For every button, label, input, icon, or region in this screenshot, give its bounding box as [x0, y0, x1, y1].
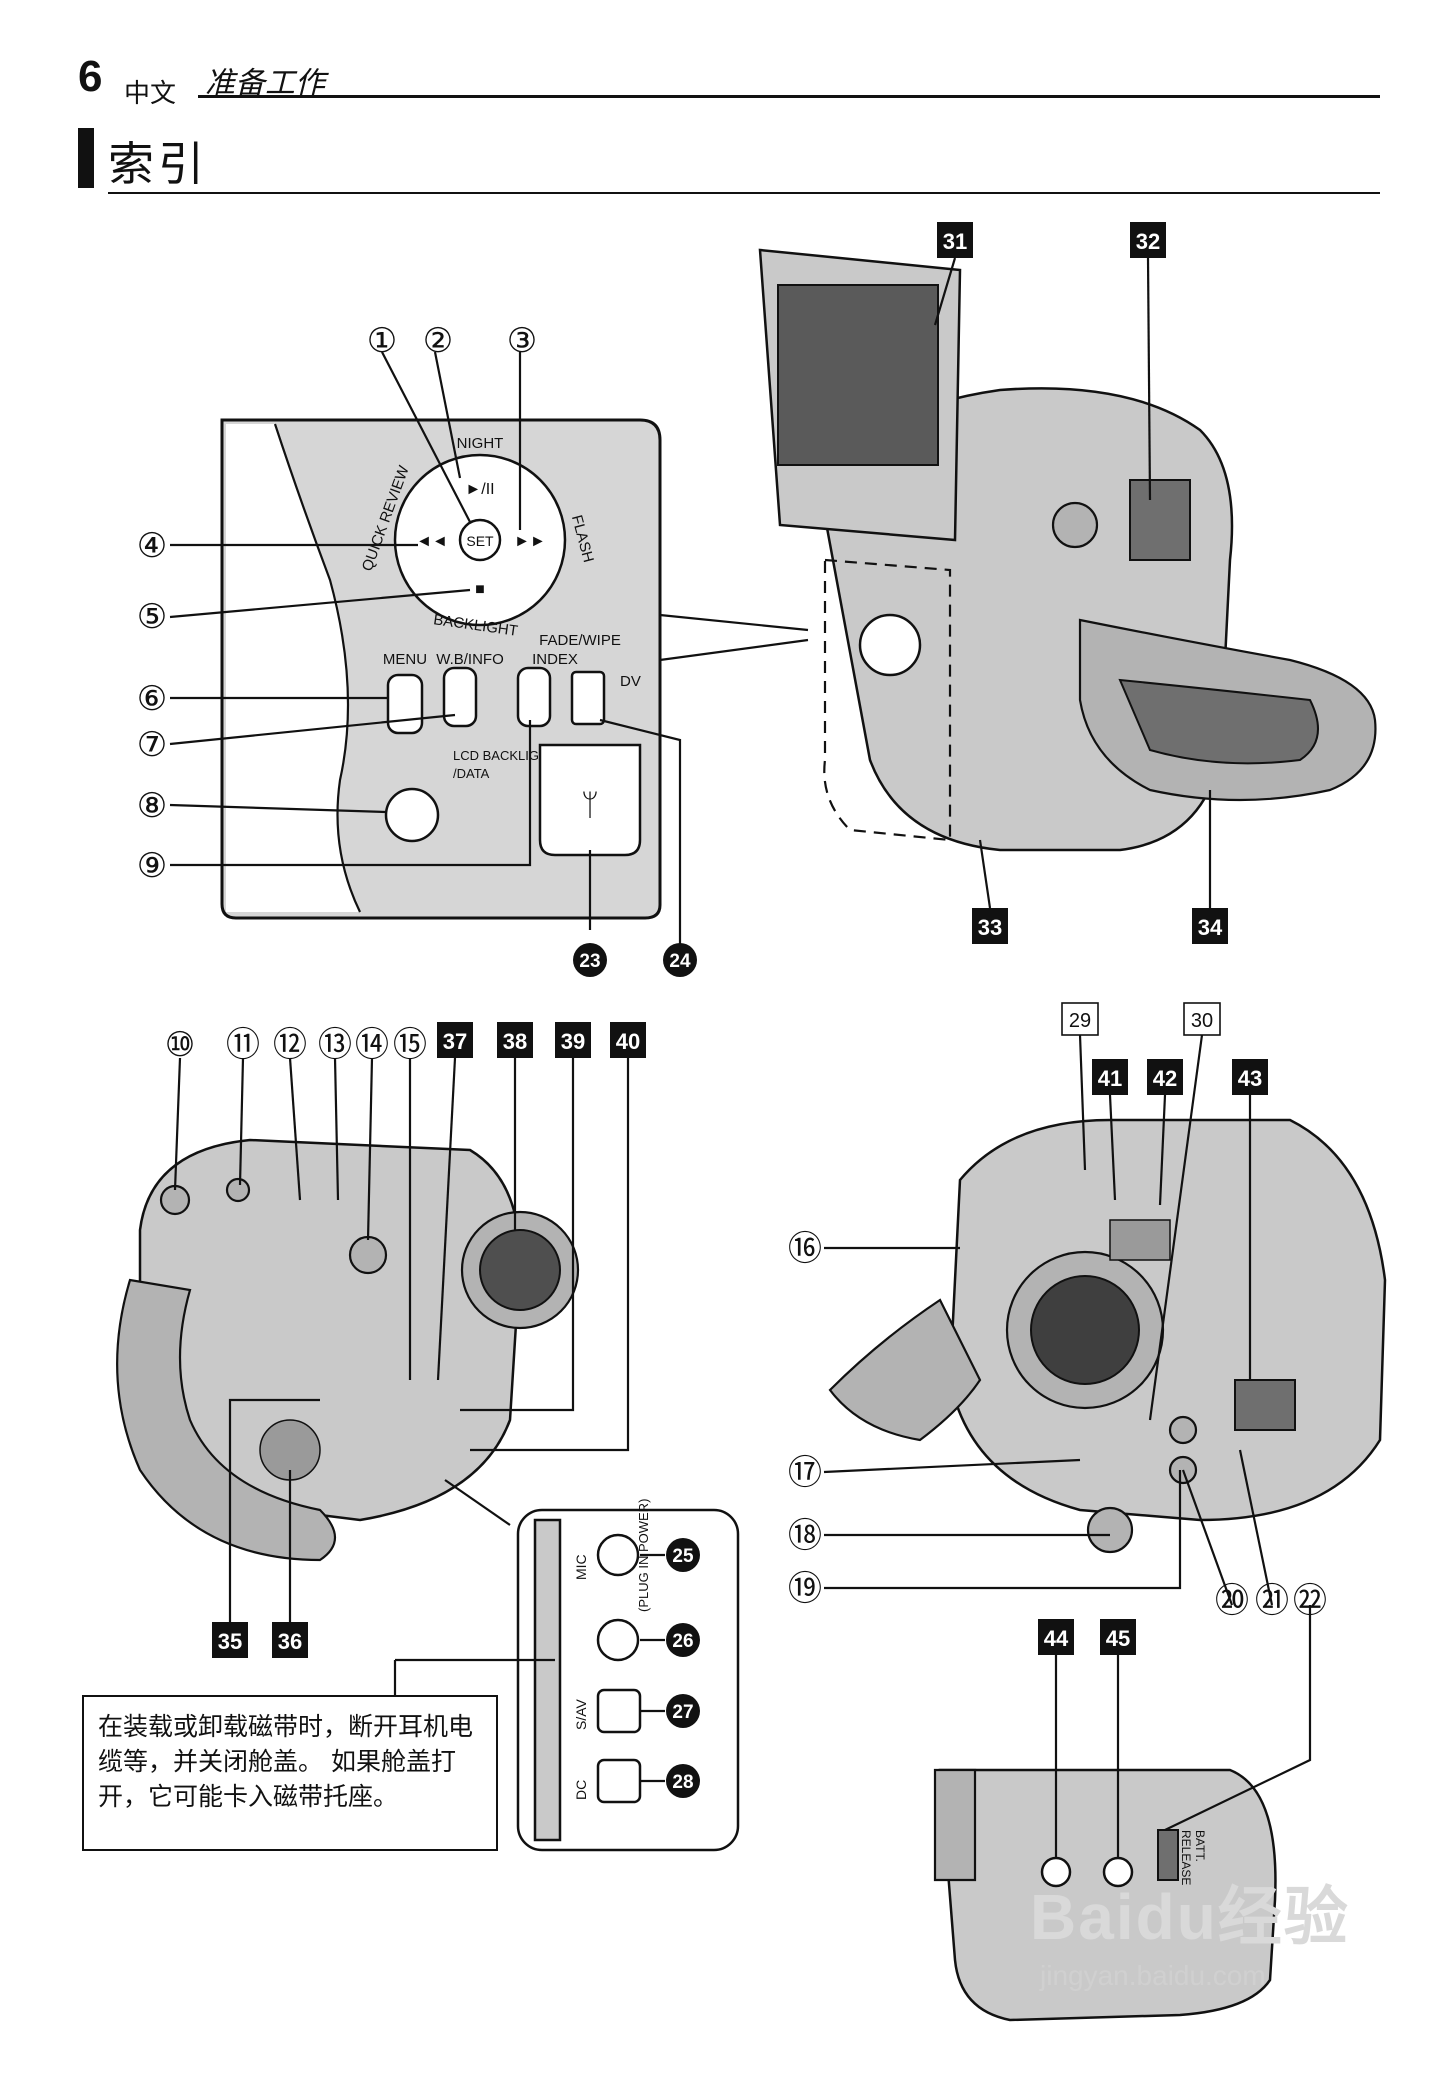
callout-12: ⑫	[273, 1026, 307, 1064]
wb-info-button	[442, 666, 478, 728]
callout-38: 38	[503, 1029, 527, 1054]
callout-13: ⑬	[318, 1026, 352, 1064]
callouts-circled: ① ② ③ ④ ⑤ ⑥ ⑦ ⑧ ⑨ ⑩ ⑪ ⑫ ⑬ ⑭ ⑮ ⑯ ⑰ ⑱ ⑲ ⑳ …	[137, 322, 1327, 1620]
data-label: /DATA	[453, 766, 490, 781]
callouts-boxed: 29 30	[1061, 1002, 1221, 1036]
language-label: 中文	[124, 79, 177, 109]
fade-wipe-label: FADE/WIPE	[539, 632, 621, 649]
leader-lines	[169, 257, 1312, 1858]
headphone-jack	[596, 1618, 640, 1662]
usb-icon: ᛘ	[581, 789, 599, 822]
callout-15: ⑮	[393, 1026, 427, 1064]
note-text: 在装载或卸载磁带时，断开耳机电缆等，并关闭舱盖。 如果舱盖打开，它可能卡入磁带托…	[98, 1712, 474, 1811]
callout-10: ⑩	[165, 1026, 195, 1064]
callout-37: 37	[443, 1029, 467, 1054]
callout-27: 27	[672, 1702, 693, 1723]
dc-label: DC	[573, 1780, 589, 1800]
page-title: 索引	[108, 137, 208, 191]
dv-switch	[570, 670, 606, 726]
s-av-jack	[596, 1688, 642, 1734]
callout-26: 26	[672, 1631, 693, 1652]
camera-bottom-figure: BATT. RELEASE	[933, 1768, 1277, 2022]
dv-label: DV	[620, 673, 641, 690]
mic-label: MIC	[573, 1554, 589, 1580]
header-rule	[198, 95, 1380, 98]
callouts-filled: 23 24 25 26 27 28	[573, 943, 700, 1798]
callout-6: ⑥	[137, 680, 167, 718]
menu-button	[386, 673, 424, 735]
menu-label: MENU	[383, 651, 427, 668]
callout-34: 34	[1198, 915, 1223, 940]
stop-label: ■	[475, 581, 485, 598]
title-marker	[78, 128, 94, 188]
callout-42: 42	[1153, 1066, 1177, 1091]
night-label: NIGHT	[457, 435, 504, 452]
note-box: 在装载或卸载磁带时，断开耳机电缆等，并关闭舱盖。 如果舱盖打开，它可能卡入磁带托…	[82, 1695, 498, 1851]
callout-11: ⑪	[226, 1026, 260, 1064]
callout-1: ①	[367, 322, 397, 360]
callout-20: ⑳	[1215, 1582, 1249, 1620]
s-av-label: S/AV	[573, 1698, 589, 1730]
callout-41: 41	[1098, 1066, 1122, 1091]
callout-32: 32	[1136, 229, 1160, 254]
usb-cover	[538, 743, 642, 857]
callout-16: ⑯	[788, 1230, 822, 1268]
page-number: 6	[78, 52, 103, 101]
batt-label: BATT.	[1193, 1830, 1207, 1862]
watermark-url: jingyan.baidu.com	[1040, 1960, 1266, 1991]
callout-17: ⑰	[788, 1454, 822, 1492]
callout-7: ⑦	[137, 726, 167, 764]
callout-3: ③	[507, 322, 537, 360]
index-label: INDEX	[532, 651, 578, 668]
callout-43: 43	[1238, 1066, 1262, 1091]
callout-39: 39	[561, 1029, 585, 1054]
callout-35: 35	[218, 1629, 242, 1654]
callout-25: 25	[672, 1546, 694, 1567]
callout-45: 45	[1106, 1626, 1130, 1651]
camera-rear-figure	[758, 248, 1377, 852]
callout-30: 30	[1191, 1010, 1213, 1032]
callout-9: ⑨	[137, 847, 167, 885]
callout-8: ⑧	[137, 787, 167, 825]
callout-36: 36	[278, 1629, 302, 1654]
callout-21: ㉑	[1255, 1582, 1289, 1620]
fade-wipe-index-button	[516, 666, 552, 728]
callout-23: 23	[579, 951, 600, 972]
control-panel-figure: SET ►/II ►► ◄◄ ■ NIGHT FLASH QUICK REVIE…	[220, 418, 809, 920]
mic-jack	[596, 1533, 640, 1577]
callout-28: 28	[672, 1772, 693, 1793]
release-label: RELEASE	[1179, 1830, 1193, 1885]
callout-29: 29	[1069, 1010, 1091, 1032]
callout-44: 44	[1044, 1626, 1069, 1651]
watermark-brand: Baidu经验	[1030, 1881, 1350, 1953]
camera-side-figure	[116, 1138, 580, 1562]
callout-33: 33	[978, 915, 1002, 940]
callout-5: ⑤	[137, 598, 167, 636]
callout-18: ⑱	[788, 1517, 822, 1555]
title-rule	[108, 192, 1380, 194]
callout-24: 24	[669, 951, 691, 972]
set-label: SET	[466, 533, 494, 549]
lcd-backlight-button	[384, 787, 440, 843]
callouts-black-square: 31 32 33 34 35 36 37 38 39 40 41 42 43 4…	[212, 222, 1268, 1658]
set-button	[458, 518, 502, 562]
callout-22: ㉒	[1293, 1582, 1327, 1620]
callout-40: 40	[616, 1029, 640, 1054]
dc-jack	[596, 1758, 642, 1804]
wb-info-label: W.B/INFO	[436, 651, 504, 668]
callout-4: ④	[137, 527, 167, 565]
callout-31: 31	[943, 229, 967, 254]
play-pause-label: ►/II	[465, 481, 494, 498]
callout-2: ②	[423, 322, 453, 360]
jack-panel-figure: MIC (PLUG IN POWER) S/AV DC	[393, 1499, 740, 1852]
callout-19: ⑲	[788, 1570, 822, 1608]
rew-label: ◄◄	[416, 533, 448, 550]
ff-label: ►►	[514, 533, 546, 550]
callout-14: ⑭	[355, 1026, 389, 1064]
camera-front-figure	[828, 1118, 1387, 1554]
